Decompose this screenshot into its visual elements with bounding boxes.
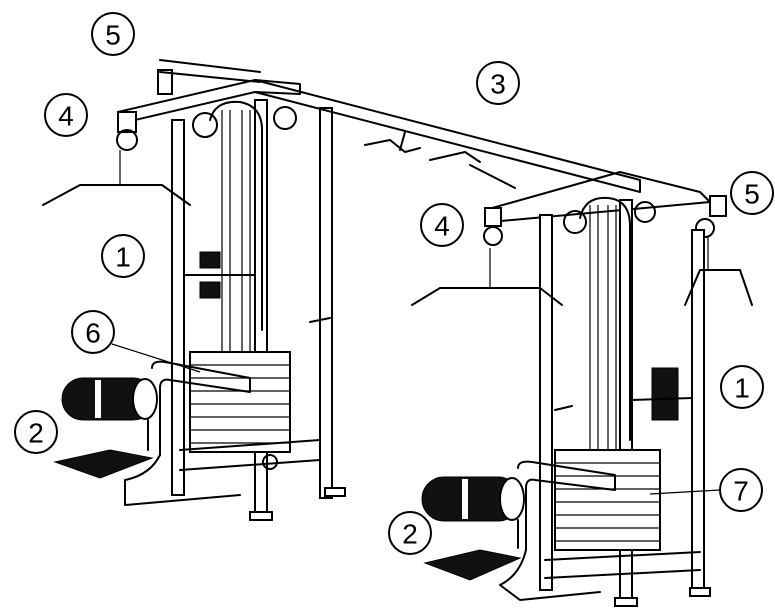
left-top-beam [117,79,301,125]
left-roller-pad [61,377,158,421]
callout-label: 1 [115,242,131,273]
callout-5-top-left: 5 [91,12,135,56]
callout-label: 1 [734,373,750,404]
callout-3-center: 3 [476,61,520,105]
callout-6: 6 [71,310,115,354]
callout-2-right: 2 [388,511,432,555]
callout-label: 2 [402,519,418,550]
callout-label: 7 [733,476,749,507]
callout-label: 5 [105,20,121,51]
right-roller-pad [421,476,525,522]
right-weight-stack [554,449,661,551]
center-beam [254,79,641,193]
callout-5-right: 5 [730,171,774,215]
left-weight-stack [189,351,291,453]
right-pulley [483,226,503,246]
leader-lines [111,343,721,495]
callout-7: 7 [719,468,763,512]
callout-4-left: 4 [44,93,88,137]
left-lat-bar [42,184,191,206]
right-station [411,171,753,607]
left-station [42,59,346,521]
left-rear-post [319,107,333,499]
right-foot-plate [423,549,522,581]
callout-2-left: 2 [14,410,58,454]
callout-label: 4 [434,211,450,242]
left-pulley [116,129,138,151]
callout-4-right: 4 [420,203,464,247]
callout-label: 3 [490,69,506,100]
left-foot-plate [53,449,154,479]
callout-label: 2 [28,418,44,449]
right-handle-bar [684,269,753,306]
callout-label: 5 [744,179,760,210]
callout-label: 6 [85,318,101,349]
callout-1-left: 1 [101,234,145,278]
left-front-post [171,119,185,496]
callout-label: 4 [58,101,74,132]
callout-1-right: 1 [720,365,764,409]
